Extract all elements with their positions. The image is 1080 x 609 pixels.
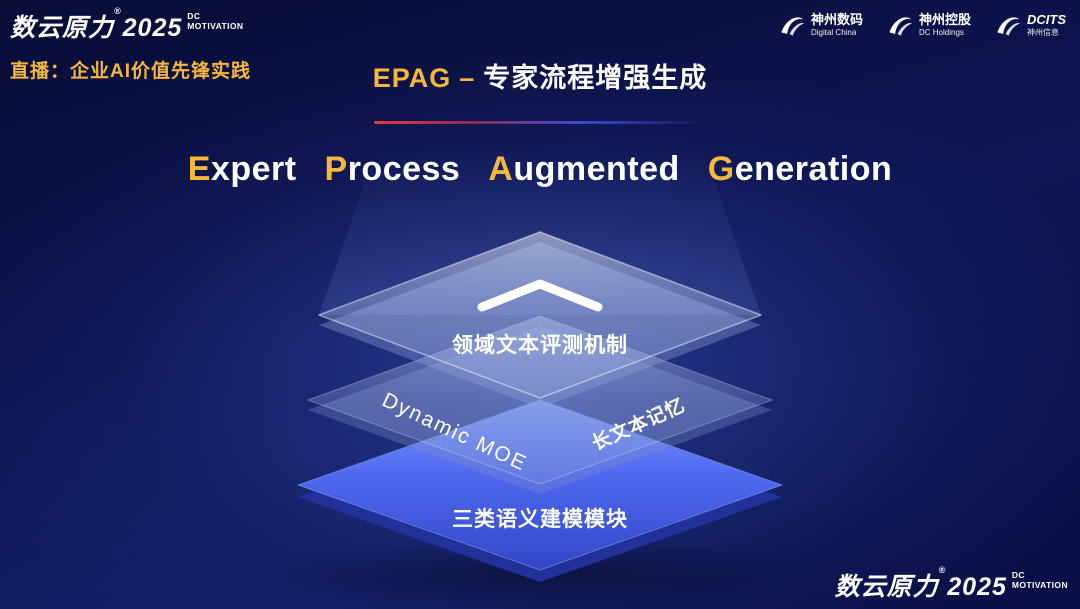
middle-layer-edge xyxy=(308,326,772,494)
partner-dc-holdings: 神州控股 DC Holdings xyxy=(887,12,971,38)
partner-digital-china: 神州数码 Digital China xyxy=(779,12,863,38)
top-layer-label: 领域文本评测机制 xyxy=(452,333,628,357)
registered-mark: ® xyxy=(938,565,947,575)
partner-name-en: Digital China xyxy=(810,27,857,37)
middle-layer-face xyxy=(307,315,773,485)
title-dash: – xyxy=(459,63,476,93)
swoosh-icon xyxy=(781,17,805,36)
chevron-up-icon xyxy=(477,279,603,312)
stack-shadow xyxy=(260,538,820,609)
heading-word: Expert xyxy=(187,150,297,188)
bottom-layer-edge xyxy=(298,412,782,582)
partner-name-en: DCITS xyxy=(1027,11,1066,27)
title-acronym: EPAG xyxy=(372,63,452,93)
partner-name-zh: 神州控股 xyxy=(918,11,971,27)
partner-name-zh: 神州数码 xyxy=(810,11,863,27)
brand-subtext: DC MOTIVATION xyxy=(1011,570,1068,590)
partner-dcits: DCITS 神州信息 xyxy=(995,12,1066,38)
main-heading: Expert Process Augmented Generation xyxy=(0,150,1080,189)
dc-motivation-logo: 数云原力®2025 DC MOTIVATION xyxy=(10,6,244,44)
swoosh-icon xyxy=(997,17,1021,36)
dc-motivation-logo-footer: 数云原力®2025 DC MOTIVATION xyxy=(834,565,1068,603)
bottom-layer-face xyxy=(297,399,783,571)
title-chinese: 专家流程增强生成 xyxy=(483,63,708,93)
heading-word: Augmented xyxy=(488,150,680,188)
brand-subtext: DC MOTIVATION xyxy=(187,11,244,31)
middle-layer-label-dynamic-moe: Dynamic MOE xyxy=(379,388,531,475)
brand-wordmark: 数云原力®2025 xyxy=(834,565,1007,601)
swoosh-icon xyxy=(889,17,913,36)
page-title: EPAG–专家流程增强生成 xyxy=(0,56,1080,95)
heading-word: Process xyxy=(324,150,461,188)
partner-name-en: DC Holdings xyxy=(918,27,964,37)
gradient-divider xyxy=(374,121,706,124)
live-topic-label: 直播：企业AI价值先锋实践 xyxy=(10,61,252,82)
bottom-layer-label: 三类语义建模模块 xyxy=(452,507,628,531)
middle-layer-label-long-text-memory: 长文本记忆 xyxy=(588,393,689,455)
partner-name-zh: 神州信息 xyxy=(1027,27,1059,37)
heading-word: Generation xyxy=(707,150,893,188)
top-layer-edge xyxy=(319,242,761,408)
top-layer-face xyxy=(318,231,762,399)
registered-mark: ® xyxy=(114,6,122,16)
brand-wordmark: 数云原力®2025 xyxy=(10,6,183,42)
partner-logos: 神州数码 Digital China 神州控股 DC Holdings DCIT… xyxy=(779,12,1066,38)
